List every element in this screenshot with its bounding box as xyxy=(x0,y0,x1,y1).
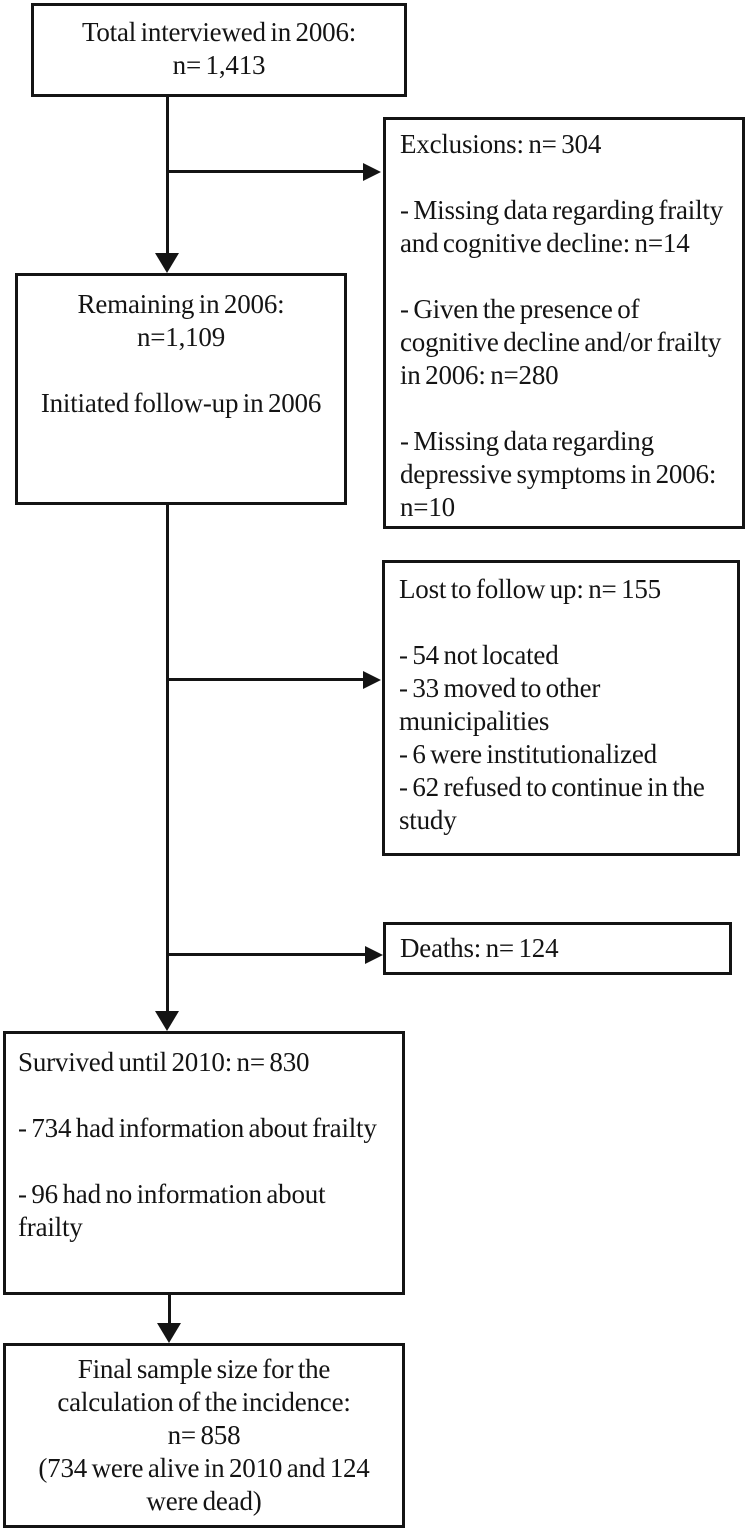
text-line: cognitive decline and/or frailty xyxy=(400,327,722,357)
text-line: frailty xyxy=(18,1212,83,1242)
text-line: Total interviewed in 2006: xyxy=(81,17,357,47)
text-line: Remaining in 2006: xyxy=(77,289,285,319)
text-line: - Given the presence of xyxy=(400,294,640,324)
text-line: - Missing data regarding xyxy=(400,426,654,456)
box-exclusions: Exclusions: n= 304 - Missing data regard… xyxy=(383,117,745,529)
text-line: n=10 xyxy=(400,492,455,522)
text-line: - 33 moved to other xyxy=(399,673,601,703)
box-lost-to-follow-up: Lost to follow up: n= 155 - 54 not locat… xyxy=(382,560,740,856)
text-line: - 6 were institutionalized xyxy=(399,739,657,769)
text-line: Initiated follow-up in 2006 xyxy=(40,388,322,418)
text-line: in 2006: n=280 xyxy=(400,360,559,390)
text-line: depressive symptoms in 2006: xyxy=(400,459,717,489)
flow-line-remaining-to-survived xyxy=(166,505,169,1011)
text-line: were dead) xyxy=(146,1486,262,1516)
box-total-interviewed: Total interviewed in 2006:n= 1,413 xyxy=(31,3,407,97)
arrow-right-icon xyxy=(363,163,381,181)
box-remaining: Remaining in 2006:n=1,109 Initiated foll… xyxy=(15,273,347,505)
text-line: n= 1,413 xyxy=(172,50,266,80)
text-line xyxy=(400,161,738,194)
text-line: Survived until 2010: n= 830 xyxy=(18,1047,310,1077)
flow-line-to-lost xyxy=(166,678,363,681)
text-line xyxy=(18,1145,398,1178)
flow-line-survived-to-final xyxy=(168,1295,171,1323)
text-line: n=1,109 xyxy=(136,322,226,352)
flow-line-total-to-remaining xyxy=(166,97,169,255)
text-line: Exclusions: n= 304 xyxy=(400,129,602,159)
text-line: municipalities xyxy=(399,706,550,736)
text-line: - 96 had no information about xyxy=(18,1179,326,1209)
text-line: (734 were alive in 2010 and 124 xyxy=(38,1453,370,1483)
arrow-down-icon xyxy=(157,1323,181,1343)
flow-line-to-exclusions xyxy=(166,170,363,173)
box-deaths: Deaths: n= 124 xyxy=(383,922,732,975)
text-line xyxy=(400,260,738,293)
arrow-right-icon xyxy=(363,671,381,689)
text-line: - 734 had information about frailty xyxy=(18,1113,377,1143)
arrow-right-icon xyxy=(365,946,383,964)
text-line: - Missing data regarding frailty xyxy=(400,195,724,225)
arrow-down-icon xyxy=(155,1011,179,1031)
text-line xyxy=(18,1079,398,1112)
text-line: n= 858 xyxy=(167,1420,241,1450)
text-line: Final sample size for the xyxy=(77,1354,331,1384)
arrow-down-icon xyxy=(155,253,179,273)
text-line: study xyxy=(399,805,457,835)
text-line: and cognitive decline: n=14 xyxy=(400,228,690,258)
text-line: calculation of the incidence: xyxy=(57,1387,351,1417)
text-line: Deaths: n= 124 xyxy=(400,933,559,963)
text-line: Lost to follow up: n= 155 xyxy=(399,574,661,604)
flow-line-to-deaths xyxy=(166,953,365,956)
text-line xyxy=(399,606,733,639)
box-survived: Survived until 2010: n= 830 - 734 had in… xyxy=(3,1031,405,1295)
text-line: - 62 refused to continue in the xyxy=(399,772,705,802)
text-line: - 54 not located xyxy=(399,640,559,670)
text-line xyxy=(18,354,344,387)
text-line xyxy=(400,392,738,425)
